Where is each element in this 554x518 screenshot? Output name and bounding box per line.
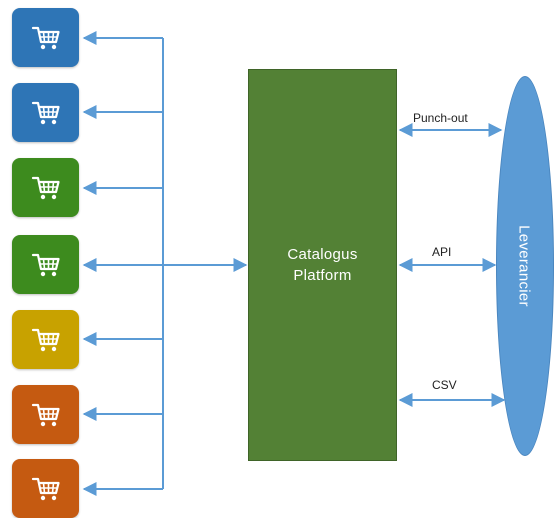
shop-tile-3 (12, 158, 79, 217)
shop-tile-2 (12, 83, 79, 142)
supplier-ellipse (496, 76, 554, 456)
platform-label-line1: Catalogus (287, 246, 358, 263)
shopping-cart-icon (31, 326, 61, 354)
supplier-label: Leverancier (515, 225, 533, 307)
punchout-label: Punch-out (413, 111, 468, 125)
shop-tile-1 (12, 8, 79, 67)
shop-tile-4 (12, 235, 79, 294)
shopping-cart-icon (31, 475, 61, 503)
shopping-cart-icon (31, 401, 61, 429)
shopping-cart-icon (31, 174, 61, 202)
shop-tile-5 (12, 310, 79, 369)
platform-label-line2: Platform (293, 267, 352, 284)
shopping-cart-icon (31, 251, 61, 279)
shop-tile-7 (12, 459, 79, 518)
platform-label: Catalogus Platform (287, 244, 357, 286)
shopping-cart-icon (31, 99, 61, 127)
catalogus-platform: Catalogus Platform (248, 69, 397, 461)
api-label: API (432, 245, 452, 259)
shopping-cart-icon (31, 24, 61, 52)
shop-tile-6 (12, 385, 79, 444)
csv-label: CSV (432, 378, 457, 392)
